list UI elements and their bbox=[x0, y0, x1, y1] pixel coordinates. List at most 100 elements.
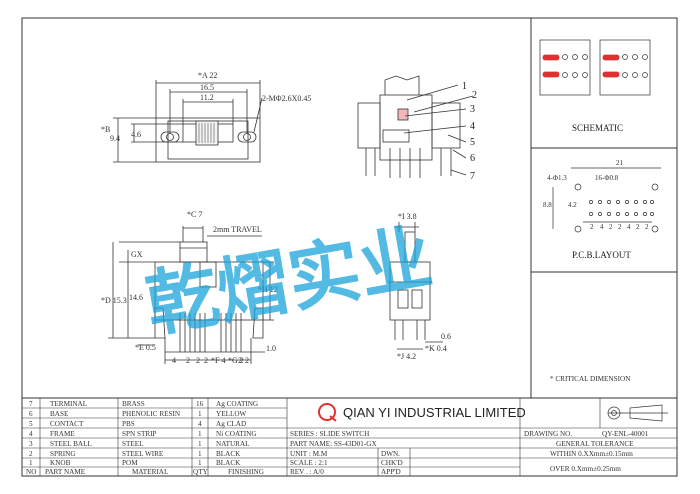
sheet-border bbox=[21, 17, 678, 477]
pcb-dim-4-2: 4.2 bbox=[568, 201, 577, 209]
appd-label: APP'D bbox=[381, 468, 401, 476]
bom-qty: 1 bbox=[198, 459, 202, 467]
bom-material: STEEL WIRE bbox=[122, 450, 164, 458]
dim-a: *A 22 bbox=[198, 71, 217, 80]
bom-header-row: NO PART NAME MATERIAL QTY FINISHING bbox=[26, 468, 264, 476]
side-profile bbox=[388, 222, 443, 350]
title-block-grid bbox=[22, 398, 677, 476]
tolerance-within: WITHIN 0.XXmm±0.15mm bbox=[550, 450, 633, 458]
dim-g: *G 2 bbox=[228, 356, 244, 365]
bom-row: 7 TERMINAL BRASS 16 Ag COATING bbox=[29, 400, 258, 408]
dim-b: *B bbox=[101, 125, 110, 134]
series: SERIES : SLIDE SWITCH bbox=[290, 430, 369, 438]
bom-table: 7 TERMINAL BRASS 16 Ag COATING 6 BASE PH… bbox=[26, 400, 264, 476]
bom-header-no: NO bbox=[26, 468, 36, 476]
dim-14-6: 14.6 bbox=[129, 293, 143, 302]
bom-row: 5 CONTACT PBS 4 Ag CLAD bbox=[29, 420, 246, 428]
schematic-title: SCHEMATIC bbox=[572, 123, 623, 133]
pcb-row-0: 2 bbox=[590, 223, 594, 231]
dim-0-6: 0.6 bbox=[441, 332, 451, 341]
bom-qty: 1 bbox=[198, 450, 202, 458]
dim-4: 4 bbox=[172, 356, 176, 365]
callout-3: 3 bbox=[470, 104, 475, 115]
scale: SCALE : 2:1 bbox=[290, 459, 328, 467]
bom-material: SPN STRIP bbox=[122, 430, 157, 438]
drawing-no-label: DRAWING NO. bbox=[524, 430, 572, 438]
pcb-row-1: 4 bbox=[600, 223, 604, 231]
dim-16-5: 16.5 bbox=[200, 83, 214, 92]
bom-no: 2 bbox=[29, 450, 33, 458]
bom-row: 4 FRAME SPN STRIP 1 Ni COATING bbox=[29, 430, 257, 438]
dim-h: *H 12 bbox=[258, 285, 278, 294]
bom-header-finish: FINISHING bbox=[228, 468, 264, 476]
pcb-dim-holes-b: 16-Φ0.8 bbox=[595, 174, 619, 182]
bom-no: 7 bbox=[29, 400, 33, 408]
dim-4-6: 4.6 bbox=[131, 130, 141, 139]
bom-qty: 16 bbox=[196, 400, 204, 408]
pcb-layout-drawing bbox=[552, 167, 661, 233]
pcb-row-5: 2 bbox=[636, 223, 640, 231]
bom-row: 6 BASE PHENOLIC RESIN 1 YELLOW bbox=[29, 410, 247, 418]
dim-2a: 2 bbox=[186, 356, 190, 365]
bom-part: KNOB bbox=[50, 459, 71, 467]
callout-7: 7 bbox=[470, 171, 475, 182]
dim-2d: 2 bbox=[238, 356, 242, 365]
dim-d: *D 15.3 bbox=[101, 296, 127, 305]
pcb-dim-21: 21 bbox=[616, 159, 624, 167]
callout-5: 5 bbox=[470, 137, 475, 148]
dim-11-2: 11.2 bbox=[200, 93, 214, 102]
bom-qty: 1 bbox=[198, 440, 202, 448]
bom-part: TERMINAL bbox=[50, 400, 87, 408]
unit: UNIT : M.M bbox=[290, 450, 328, 458]
bom-qty: 1 bbox=[198, 430, 202, 438]
dim-c: *C 7 bbox=[187, 210, 202, 219]
bom-row: 2 SPRING STEEL WIRE 1 BLACK bbox=[29, 450, 241, 458]
bom-material: BRASS bbox=[122, 400, 145, 408]
bom-header-part: PART NAME bbox=[45, 468, 86, 476]
bom-part: CONTACT bbox=[50, 420, 84, 428]
company-name: QIAN YI INDUSTRIAL LIMITED bbox=[343, 405, 526, 420]
bom-no: 5 bbox=[29, 420, 33, 428]
projection-symbol-icon bbox=[607, 404, 668, 422]
top-view bbox=[113, 80, 263, 163]
bom-qty: 1 bbox=[198, 410, 202, 418]
dim-2c: 2 bbox=[204, 356, 208, 365]
company-logo: Q bbox=[318, 403, 337, 422]
pcb-title: P.C.B.LAYOUT bbox=[572, 250, 631, 260]
bom-qty: 4 bbox=[198, 420, 202, 428]
bom-no: 1 bbox=[29, 459, 33, 467]
pcb-dim-holes-a: 4-Φ1.3 bbox=[547, 174, 567, 182]
front-view bbox=[108, 226, 274, 364]
callout-1: 1 bbox=[462, 81, 467, 92]
dim-9-4: 9.4 bbox=[110, 134, 120, 143]
bom-no: 3 bbox=[29, 440, 33, 448]
bom-row: 3 STEEL BALL STEEL 1 NATURAL bbox=[29, 440, 250, 448]
bom-no: 4 bbox=[29, 430, 33, 438]
dim-e: *E 0.5 bbox=[135, 343, 156, 352]
part-name: PART NAME: SS-43D01-GX bbox=[290, 440, 377, 448]
pcb-dim-8-8: 8.8 bbox=[543, 201, 552, 209]
dim-2e: 2 bbox=[245, 356, 249, 365]
drawing-no: QY-ENL-40001 bbox=[602, 430, 649, 438]
watermark: 乾熠实业 bbox=[140, 215, 438, 348]
bom-part: FRAME bbox=[50, 430, 75, 438]
side-view bbox=[357, 75, 474, 178]
dwn-label: DWN. bbox=[381, 450, 400, 458]
bom-header-material: MATERIAL bbox=[132, 468, 168, 476]
bom-row: 1 KNOB POM 1 BLACK bbox=[29, 459, 241, 467]
pcb-row-6: 2 bbox=[645, 223, 649, 231]
tolerance-over: OVER 0.Xmm±0.25mm bbox=[550, 465, 621, 473]
pcb-row-3: 2 bbox=[618, 223, 622, 231]
rev: REV . : A/0 bbox=[290, 468, 324, 476]
general-tolerance: GENERAL TOLERANCE bbox=[556, 440, 634, 448]
bom-finish: Ag CLAD bbox=[216, 420, 246, 428]
dim-2b: 2 bbox=[196, 356, 200, 365]
pcb-row-4: 4 bbox=[627, 223, 631, 231]
dim-j: *J 4.2 bbox=[397, 352, 416, 361]
bom-part: STEEL BALL bbox=[50, 440, 92, 448]
bom-finish: BLACK bbox=[216, 450, 241, 458]
dim-1-0: 1.0 bbox=[266, 344, 276, 353]
bom-material: PHENOLIC RESIN bbox=[122, 410, 181, 418]
critical-dimension-note: * CRITICAL DIMENSION bbox=[550, 375, 631, 383]
